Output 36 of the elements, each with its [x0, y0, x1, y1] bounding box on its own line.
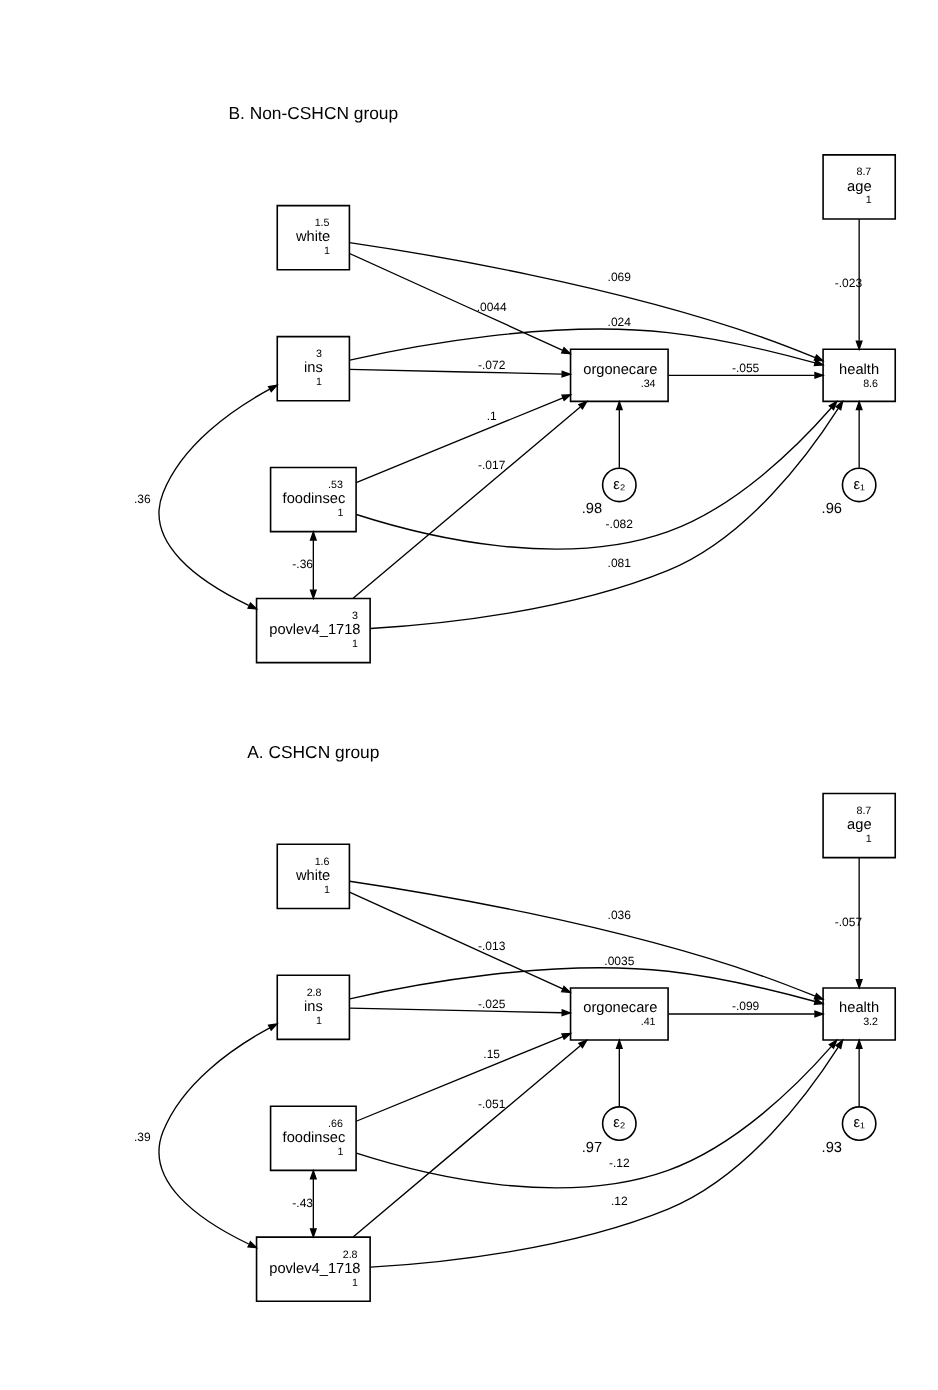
arrow — [348, 879, 825, 1000]
arrow — [348, 251, 572, 354]
arrow — [615, 398, 624, 468]
arrow — [158, 383, 279, 609]
arrow — [349, 966, 825, 1004]
arrow — [668, 370, 825, 379]
arrow — [352, 399, 589, 598]
arrow — [309, 1167, 318, 1238]
arrow — [855, 856, 863, 989]
arrow — [668, 1009, 825, 1017]
node-circle: ε₂ — [601, 1105, 637, 1141]
arrow — [615, 1037, 624, 1107]
arrow — [369, 398, 844, 629]
arrow — [158, 1021, 279, 1248]
node-circle: ε₁ — [841, 466, 877, 502]
arrow — [348, 1006, 573, 1016]
arrow — [348, 367, 573, 377]
arrow — [355, 399, 839, 549]
node-label: .93 — [821, 1137, 842, 1156]
node-label: .96 — [821, 498, 842, 517]
arrow — [355, 1037, 839, 1188]
arrow — [355, 393, 573, 483]
arrow — [855, 217, 863, 351]
arrow — [352, 1037, 589, 1237]
node-label: .98 — [581, 498, 603, 517]
arrow — [348, 890, 572, 993]
arrow — [355, 1031, 573, 1121]
arrow — [309, 529, 318, 600]
arrow — [369, 1037, 844, 1267]
node-label: .97 — [581, 1137, 603, 1156]
node-circle: ε₁ — [841, 1105, 877, 1141]
label: A. CSHCN group — [247, 741, 380, 761]
arrow — [855, 1037, 863, 1107]
label: B. Non-CSHCN group — [228, 102, 399, 123]
arrow — [855, 398, 863, 468]
node-circle: ε₂ — [601, 466, 637, 502]
